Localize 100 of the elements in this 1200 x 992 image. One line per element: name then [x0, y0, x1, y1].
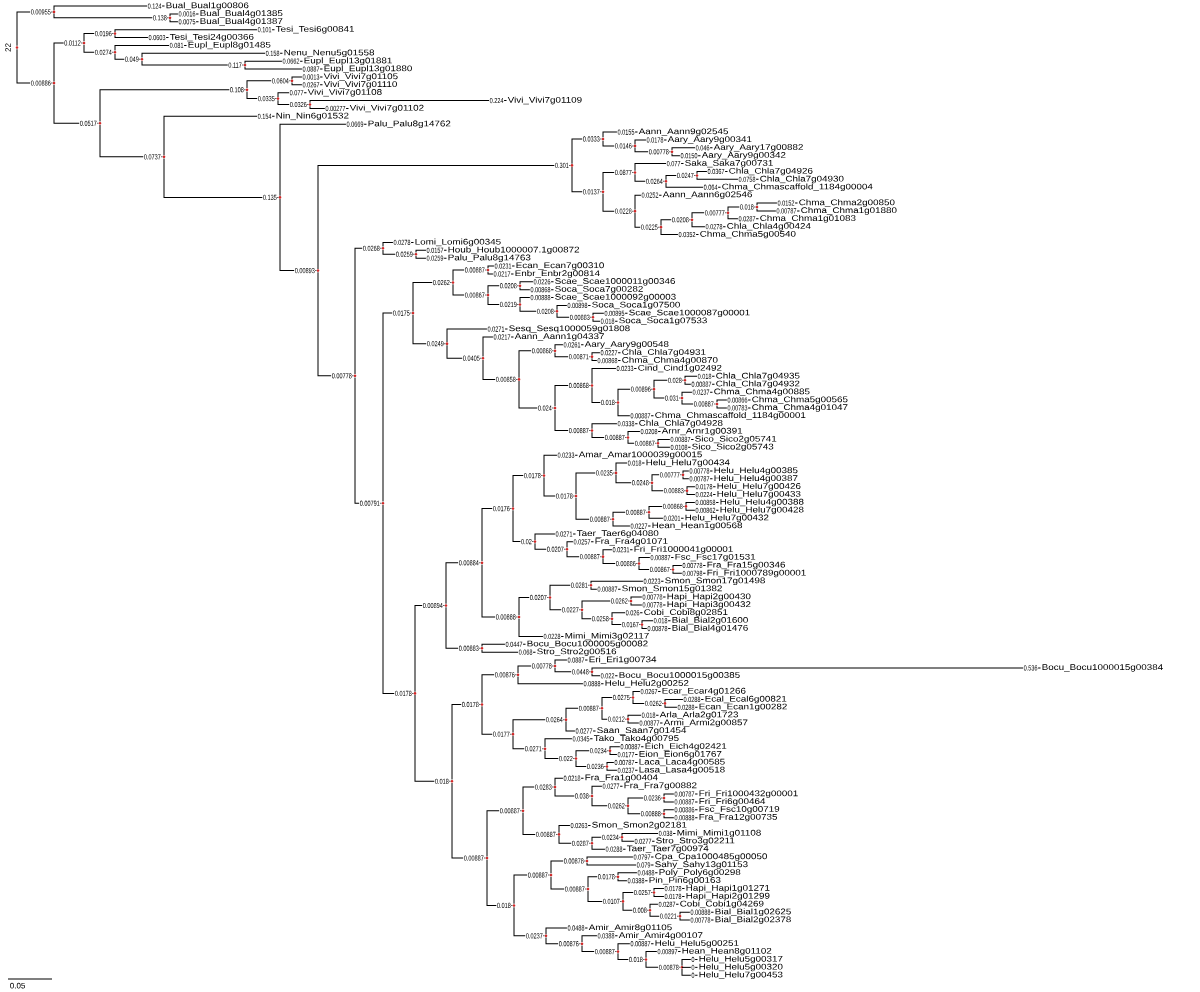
leaf-label: Amir_Amir4g00107	[618, 932, 703, 940]
branch-line	[671, 153, 701, 157]
leaf-label: Ecan_Ecan1g00282	[699, 703, 787, 712]
leaf-label: Chma_Chma4g00885	[714, 388, 810, 396]
leaf-label: Eion_Eion6g01767	[639, 750, 722, 759]
branch-line	[487, 265, 515, 269]
leaf-label: Eri_Eri1g00734	[589, 656, 657, 664]
branch-line	[354, 247, 382, 375]
branch-line	[630, 602, 666, 606]
leaf-label: Vivi_Vivi7g01105	[323, 73, 398, 81]
branch-line	[244, 66, 323, 70]
branch-line	[645, 960, 681, 968]
branch-line	[565, 720, 596, 732]
branch-line	[452, 269, 487, 282]
branch-line	[114, 44, 187, 52]
leaf-label: Poly_Poly6g00298	[659, 869, 741, 877]
leaf-label: Stro_Stro3g02211	[656, 837, 735, 845]
branch-line	[653, 390, 681, 399]
branch-line	[653, 893, 685, 897]
leaf-label: Helu_Helu4g00388	[720, 498, 804, 507]
branch-line	[641, 625, 671, 630]
leaf-label: Soca_Soca1g07533	[619, 317, 707, 325]
branch-line	[627, 714, 659, 718]
branch-line	[665, 174, 696, 181]
branch-line	[481, 674, 517, 704]
leaf-label: Fsc_Fsc10g00719	[699, 806, 780, 814]
branch-line	[512, 475, 543, 508]
leaf-label: Taer_Taer6g04080	[576, 530, 659, 538]
branch-line	[53, 13, 169, 19]
leaf-label: Eupl_Eupl13g01880	[324, 65, 412, 73]
branch-line	[481, 705, 512, 735]
branch-line	[592, 318, 618, 322]
branch-line	[621, 838, 655, 842]
leaf-label: Chla_Chla7g04928	[639, 419, 723, 428]
leaf-label: Fra_Fra15g00346	[707, 561, 786, 570]
branch-line	[664, 704, 698, 708]
branch-line	[627, 431, 661, 437]
branch-line	[309, 100, 507, 104]
branch-line	[581, 935, 618, 943]
leaf-label: Arla_Arla2g01723	[659, 711, 739, 720]
branch-line	[291, 82, 323, 86]
branch-line	[279, 198, 317, 272]
leaf-label: Cind_Cind1g02492	[638, 364, 722, 373]
branch-line	[634, 194, 662, 210]
branch-line	[591, 368, 637, 385]
leaf-label: Soca_Soca1g07500	[592, 301, 680, 310]
leaf-label: Cpa_Cpa1000485g00050	[655, 853, 767, 861]
branch-line	[513, 874, 550, 905]
branch-line	[609, 751, 638, 756]
branch-line	[634, 163, 684, 172]
branch-line	[591, 423, 638, 430]
leaf-label: Hapi_Hapi2g01299	[686, 892, 770, 901]
leaf-label: Aary_Aary9g00342	[701, 152, 786, 160]
branch-line	[554, 788, 591, 797]
leaf-label: Helu_Helu4g00385	[714, 467, 798, 475]
branch-line	[556, 304, 591, 311]
branch-line	[591, 386, 617, 403]
branch-line	[617, 877, 648, 882]
branch-line	[590, 580, 664, 584]
branch-line	[481, 643, 526, 648]
leaf-label: Chma_Chmascaffold_1184g00004	[722, 183, 873, 192]
branch-line	[672, 570, 706, 574]
leaf-label: Smon_Smon2g02181	[592, 821, 687, 830]
branch-line	[487, 271, 514, 275]
branch-line	[486, 810, 522, 857]
branch-line	[681, 959, 698, 967]
branch-line	[756, 202, 798, 206]
branch-line	[512, 719, 565, 733]
leaf-label: Nenu_Nenu5g01558	[284, 49, 375, 57]
leaf-label: Laca_Laca4g00585	[639, 758, 725, 767]
branch-line	[632, 691, 661, 697]
branch-line	[682, 470, 713, 474]
leaf-label: Helu_Helu5g00251	[655, 939, 739, 948]
branch-line	[554, 667, 591, 673]
branch-line	[246, 80, 291, 89]
branch-line	[591, 667, 1041, 671]
branch-line	[279, 123, 367, 197]
leaf-label: Enbr_Enbr2g00814	[515, 270, 600, 278]
branch-line	[517, 676, 604, 685]
branch-line	[481, 564, 518, 618]
leaf-label: Sahy_Sahy13g01153	[655, 861, 748, 869]
leaf-label: Fra_Fra1g00404	[585, 774, 658, 782]
leaf-label: Cobi_Cobi8g02851	[644, 608, 728, 617]
leaf-label: Helu_Helu7g00426	[717, 482, 801, 491]
leaf-label: Stro_Stro2g00516	[537, 648, 617, 656]
branch-line	[163, 115, 275, 156]
branch-line	[686, 491, 716, 496]
branch-line	[565, 707, 601, 719]
branch-line	[617, 388, 653, 402]
branch-line	[486, 859, 513, 906]
branch-line	[412, 314, 446, 345]
branch-line	[649, 903, 679, 910]
leaf-label: Chla_Chla7g04926	[729, 167, 813, 176]
leaf-label: Fra_Fra12g00735	[699, 813, 778, 822]
branch-line	[587, 876, 617, 888]
leaf-label: Hapi_Hapi2g00430	[667, 593, 751, 601]
branch-line	[621, 832, 676, 837]
leaf-label: Aary_Aary9g00548	[584, 341, 669, 349]
branch-line	[554, 659, 588, 665]
leaf-label: Smon_Smon15g01382	[622, 585, 722, 593]
